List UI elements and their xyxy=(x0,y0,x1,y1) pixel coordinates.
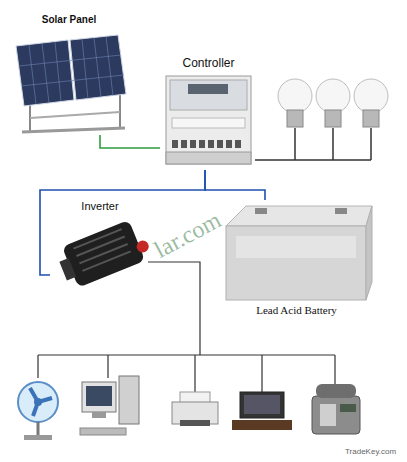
tv-symbol xyxy=(232,392,292,430)
node-label: Controller xyxy=(160,57,257,70)
controller-node: Controller xyxy=(160,54,257,170)
node-label: Inverter xyxy=(50,200,150,212)
node-label: Lead Acid Battery xyxy=(215,304,378,316)
light-bulbs xyxy=(255,79,388,160)
watermark: TradeKey.com xyxy=(345,447,396,456)
watermark: lar.com xyxy=(150,207,226,264)
wire-connector xyxy=(100,135,160,148)
fax-phone-symbol xyxy=(312,384,360,434)
inverter-art xyxy=(55,216,154,290)
printer-symbol xyxy=(172,392,218,426)
wire-connector xyxy=(205,170,265,200)
node-label: Solar Panel xyxy=(8,14,130,25)
controller-art xyxy=(166,76,251,164)
solar-panel-art xyxy=(16,35,126,132)
battery-art xyxy=(226,206,372,300)
fan-symbol xyxy=(18,382,58,440)
computer-symbol xyxy=(80,376,139,435)
ac-bus xyxy=(38,262,335,392)
battery-node: Lead Acid Battery xyxy=(215,200,378,318)
inverter-node: Inverter xyxy=(50,198,150,298)
solar-panel-node: Solar Panel xyxy=(8,10,130,135)
